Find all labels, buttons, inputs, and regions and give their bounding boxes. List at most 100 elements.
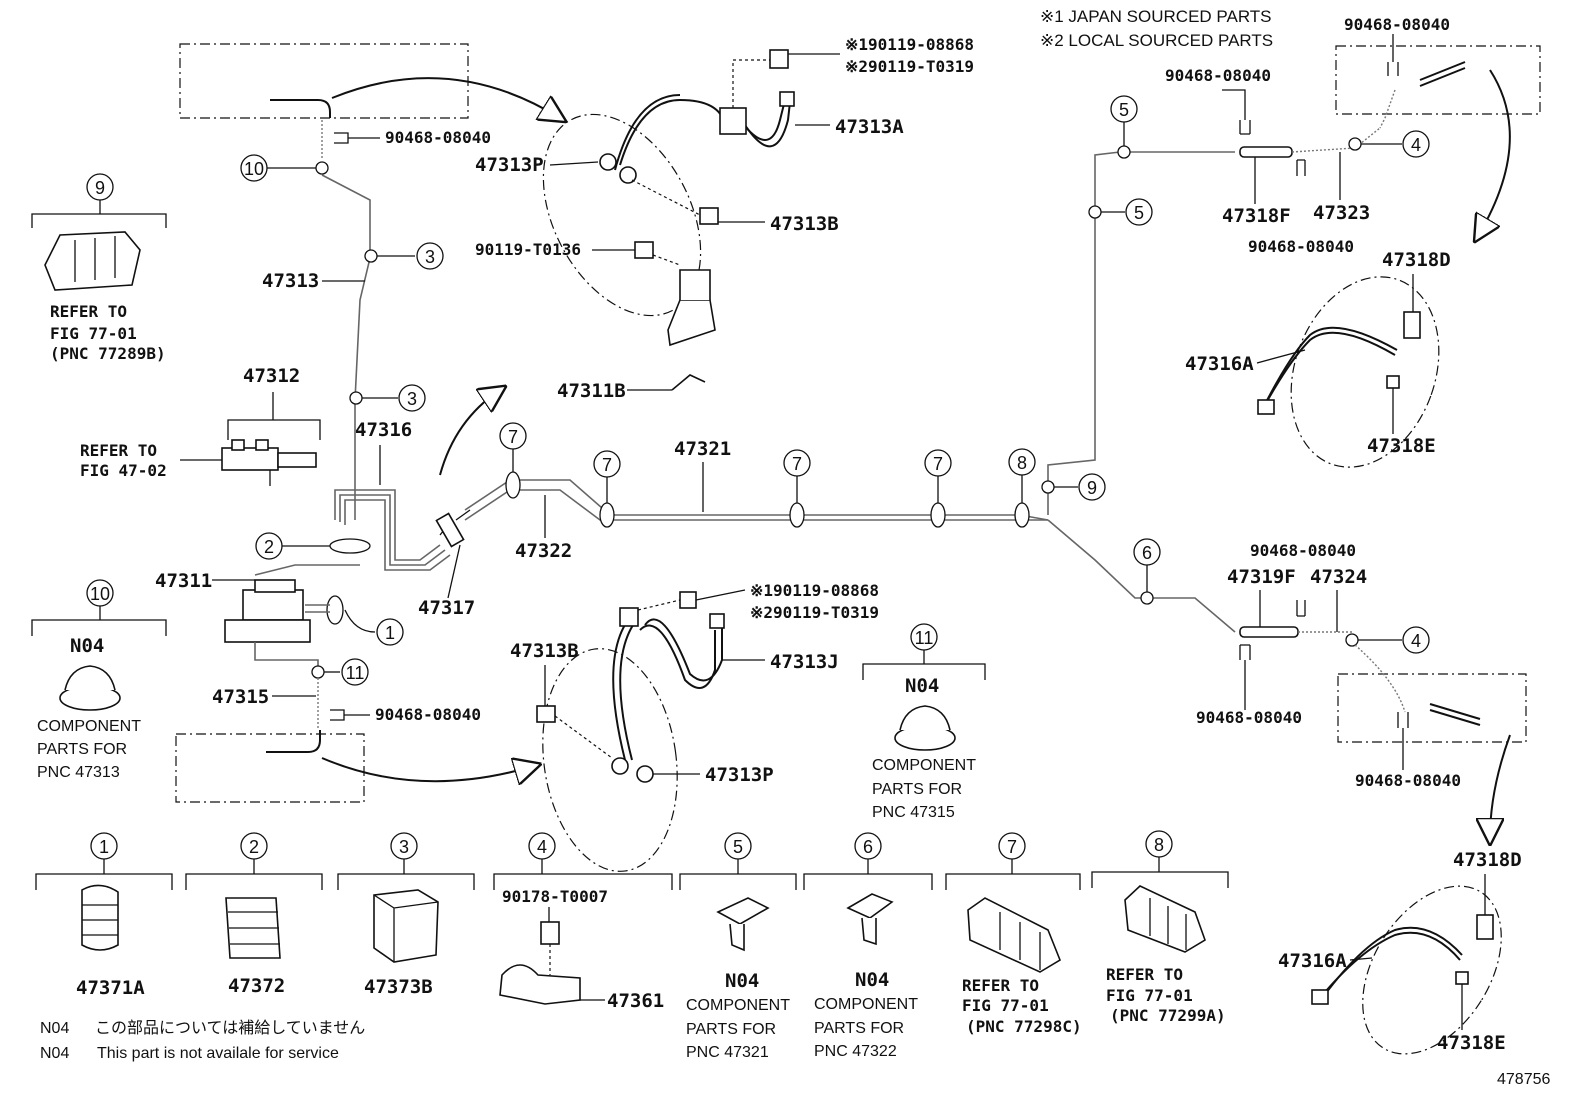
bracket-47361-icon bbox=[499, 964, 581, 1005]
svg-text:10: 10 bbox=[90, 584, 110, 604]
ref-fig-77-01-c: FIG 77-01 bbox=[962, 996, 1049, 1015]
abs-actuator-icon bbox=[242, 589, 304, 621]
part-label-47323: 47323 bbox=[1313, 202, 1370, 224]
bracket-47311B-icon bbox=[667, 299, 716, 347]
clamp-7-icon bbox=[967, 897, 1061, 973]
fastener-90468-bot-left: 90468-08040 bbox=[375, 705, 481, 724]
fastener-90119-08868-bot: ※190119-08868 bbox=[750, 581, 879, 600]
master-cylinder-icon bbox=[221, 447, 279, 471]
ref-pnc-77298C: (PNC 77298C) bbox=[966, 1017, 1082, 1036]
pipe-right-up bbox=[1047, 151, 1235, 515]
component-text-6b: PARTS FOR bbox=[814, 1020, 904, 1037]
ref-refer-to-d: REFER TO bbox=[1106, 965, 1183, 984]
note-japan-sourced: ※1 JAPAN SOURCED PARTS bbox=[1040, 7, 1272, 26]
n04-label-10: N04 bbox=[70, 635, 104, 657]
callout-4b bbox=[1402, 626, 1430, 654]
svg-text:6: 6 bbox=[863, 837, 873, 857]
svg-text:5: 5 bbox=[1134, 203, 1144, 223]
svg-text:3: 3 bbox=[407, 389, 417, 409]
ref-refer-to-c: REFER TO bbox=[962, 976, 1039, 995]
component-text-5a: COMPONENT bbox=[686, 997, 790, 1014]
part-label-47313B-bot: 47313B bbox=[510, 640, 579, 662]
svg-text:4: 4 bbox=[537, 837, 547, 857]
part-label-47321: 47321 bbox=[674, 438, 731, 460]
part-label-47316: 47316 bbox=[355, 419, 412, 441]
arrow-bottom-right bbox=[1490, 734, 1511, 838]
part-label-47318D-top: 47318D bbox=[1382, 249, 1451, 271]
component-text-6c: PNC 47322 bbox=[814, 1043, 897, 1060]
svg-text:4: 4 bbox=[1411, 135, 1421, 155]
component-text-11c: PNC 47315 bbox=[872, 804, 955, 821]
component-text-11b: PARTS FOR bbox=[872, 781, 962, 798]
fitting-47318D-top-icon bbox=[1403, 311, 1421, 339]
hose-47316A-top-icon bbox=[1264, 331, 1396, 406]
fastener-90119-T0319-top: ※290119-T0319 bbox=[845, 57, 974, 76]
component-text-5c: PNC 47321 bbox=[686, 1044, 769, 1061]
part-label-47313: 47313 bbox=[262, 270, 319, 292]
fitting-47318D-bot-icon bbox=[1476, 914, 1494, 940]
svg-text:7: 7 bbox=[508, 427, 518, 447]
callout-11 bbox=[341, 658, 369, 686]
arrow-top-left bbox=[331, 77, 560, 118]
clamp-point-11 bbox=[311, 665, 325, 679]
clamp-point-10 bbox=[315, 161, 329, 175]
clip-47318E-bot-icon bbox=[1455, 971, 1469, 985]
part-label-47319F: 47319F bbox=[1227, 566, 1296, 588]
bolt-icon-47311B bbox=[634, 241, 654, 259]
clamp-2-on-pipe bbox=[329, 538, 371, 554]
clamp-8-icon bbox=[1124, 885, 1206, 953]
part-label-47371A: 47371A bbox=[76, 977, 145, 999]
component-text-5b: PARTS FOR bbox=[686, 1021, 776, 1038]
detail-box-bottom-right bbox=[1337, 673, 1527, 743]
hose-47313J-icon bbox=[612, 619, 629, 761]
svg-text:5: 5 bbox=[733, 837, 743, 857]
footer-n04-b: N04 bbox=[40, 1045, 69, 1062]
arrow-top-right bbox=[1478, 69, 1511, 236]
pipe-47316 bbox=[334, 489, 441, 561]
n04-label-5: N04 bbox=[725, 970, 759, 992]
svg-text:10: 10 bbox=[244, 159, 264, 179]
part-label-47324: 47324 bbox=[1310, 566, 1367, 588]
hose-47313A-icon bbox=[619, 98, 726, 166]
part-label-47311: 47311 bbox=[155, 570, 212, 592]
component-text-10a: COMPONENT bbox=[37, 718, 141, 735]
part-label-47312: 47312 bbox=[243, 365, 300, 387]
component-text-6a: COMPONENT bbox=[814, 996, 918, 1013]
callout-10 bbox=[240, 154, 268, 182]
part-label-47318D-bot: 47318D bbox=[1453, 849, 1522, 871]
bolt-icon-47361 bbox=[540, 921, 560, 945]
footer-jp-note: この部品については補給していません bbox=[95, 1019, 365, 1037]
bolt-icon-bot bbox=[619, 607, 639, 627]
clamp-point-3b bbox=[349, 391, 363, 405]
component-text-10b: PARTS FOR bbox=[37, 741, 127, 758]
fastener-90468-right-mid2: 90468-08040 bbox=[1196, 708, 1302, 727]
svg-text:6: 6 bbox=[1142, 543, 1152, 563]
part-label-47316A-bot: 47316A bbox=[1278, 950, 1347, 972]
bolt-icon-top-b bbox=[699, 207, 719, 225]
component-text-10c: PNC 47313 bbox=[37, 764, 120, 781]
clamp-47371A-icon bbox=[81, 884, 119, 951]
callout-9-right bbox=[1078, 473, 1106, 501]
footer-en-note: This part is not availale for service bbox=[97, 1045, 339, 1062]
fastener-90468-right-top2: 90468-08040 bbox=[1248, 237, 1354, 256]
svg-text:4: 4 bbox=[1411, 631, 1421, 651]
svg-text:11: 11 bbox=[346, 663, 365, 683]
part-label-47313A: 47313A bbox=[835, 116, 904, 138]
fastener-90119-08868-top: ※190119-08868 bbox=[845, 35, 974, 54]
part-label-47372: 47372 bbox=[228, 975, 285, 997]
svg-text:8: 8 bbox=[1017, 453, 1027, 473]
callout-3b bbox=[398, 384, 426, 412]
svg-text:3: 3 bbox=[425, 247, 435, 267]
nut-icon-top bbox=[599, 153, 617, 171]
ref-fig-77-01-a: FIG 77-01 bbox=[50, 324, 137, 343]
component-text-11a: COMPONENT bbox=[872, 757, 976, 774]
svg-text:7: 7 bbox=[602, 455, 612, 475]
pipe-right-down bbox=[1047, 519, 1236, 633]
callout-4a bbox=[1402, 130, 1430, 158]
diagram-id: 478756 bbox=[1497, 1071, 1550, 1088]
fastener-90119-T0136: 90119-T0136 bbox=[475, 240, 581, 259]
clip-n04-5-icon bbox=[716, 897, 770, 925]
part-label-47313P-top: 47313P bbox=[475, 154, 544, 176]
pipe-47321 bbox=[464, 479, 1049, 521]
part-label-47313B-top: 47313B bbox=[770, 213, 839, 235]
